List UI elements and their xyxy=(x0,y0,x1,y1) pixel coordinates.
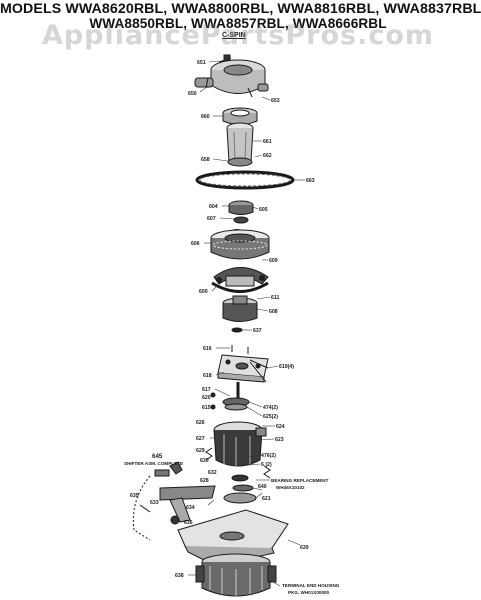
clutch-drum-606 xyxy=(210,229,270,260)
label-639: 639 xyxy=(300,545,309,551)
models-header-line-2: WWA8850RBL, WWA8857RBL, WWA8666RBL xyxy=(89,16,387,31)
label-629: 629 xyxy=(196,448,205,454)
shifter-assembly-645 xyxy=(132,461,216,541)
label-618: 618 xyxy=(203,373,212,379)
brake-plate-616 xyxy=(217,345,269,383)
label-615: 615 xyxy=(202,405,211,411)
label-638: 638 xyxy=(175,573,184,579)
label-637: 637 xyxy=(253,328,262,334)
label-651: 651 xyxy=(197,60,206,66)
leader-lines xyxy=(188,60,305,587)
springs-628 xyxy=(205,447,271,479)
label-6b: 6 (2) xyxy=(261,462,272,468)
label-624: 624 xyxy=(276,424,285,430)
pump-housing-650 xyxy=(194,59,269,98)
label-623: 623 xyxy=(275,437,284,443)
label-650: 650 xyxy=(188,91,197,97)
label-630: 630 xyxy=(200,458,209,464)
stator-624 xyxy=(213,421,267,468)
label-625: 625(2) xyxy=(263,414,278,420)
belt-663 xyxy=(195,170,295,190)
label-605: 605 xyxy=(259,207,268,213)
label-626: 626 xyxy=(196,420,205,426)
label-636: 636 xyxy=(184,520,193,526)
gear-shaft-617 xyxy=(210,382,250,411)
label-633: 633 xyxy=(150,500,159,506)
collar-660 xyxy=(222,107,258,125)
label-606: 606 xyxy=(191,241,200,247)
shifter-callout: SHIFTER ASM. COMPLETE xyxy=(124,461,183,466)
label-660: 660 xyxy=(201,114,210,120)
bearing-630 xyxy=(223,474,257,504)
label-658: 658 xyxy=(201,157,210,163)
label-661: 661 xyxy=(263,139,272,145)
label-608: 608 xyxy=(269,309,278,315)
ring-658 xyxy=(227,157,253,167)
label-474: 474(2) xyxy=(263,405,278,411)
section-label: C-SPIN xyxy=(222,32,246,39)
label-620: 620 xyxy=(202,395,211,401)
label-653: 653 xyxy=(271,98,280,104)
label-634: 634 xyxy=(186,505,195,511)
clutch-shoes-609 xyxy=(211,267,269,293)
terminal-housing-638 xyxy=(195,553,277,597)
bearing-callout-line-2: WH46X10102 xyxy=(276,485,305,490)
label-663: 663 xyxy=(306,178,315,184)
label-632: 632 xyxy=(208,470,217,476)
label-640: 640 xyxy=(258,484,267,490)
models-header-line-1: MODELS WWA8620RBL, WWA8800RBL, WWA8816RB… xyxy=(0,1,481,17)
label-627: 627 xyxy=(196,436,205,442)
screw-651 xyxy=(218,54,232,63)
hub-608 xyxy=(222,295,258,322)
label-628: 628 xyxy=(200,478,209,484)
label-617: 617 xyxy=(202,387,211,393)
pulley-604 xyxy=(228,200,254,235)
washer-637 xyxy=(231,327,243,333)
label-476: 476(2) xyxy=(261,453,276,459)
label-621: 621 xyxy=(262,496,271,502)
label-635: 635 xyxy=(130,493,139,499)
label-645: 645 xyxy=(152,453,163,460)
label-600: 600 xyxy=(199,289,208,295)
label-619: 619(4) xyxy=(279,364,294,370)
label-611: 611 xyxy=(271,295,279,301)
terminal-callout-line-1: TERMINAL END HOUSING xyxy=(282,583,340,588)
label-607: 607 xyxy=(207,216,216,222)
label-609: 609 xyxy=(269,258,278,264)
label-616: 616 xyxy=(203,346,212,352)
terminal-callout-line-2: PKG. WH01X00000 xyxy=(288,590,330,595)
label-604: 604 xyxy=(209,204,218,210)
bearing-callout-line-1: BEARING REPLACEMENT xyxy=(271,478,329,483)
label-662: 662 xyxy=(263,153,272,159)
